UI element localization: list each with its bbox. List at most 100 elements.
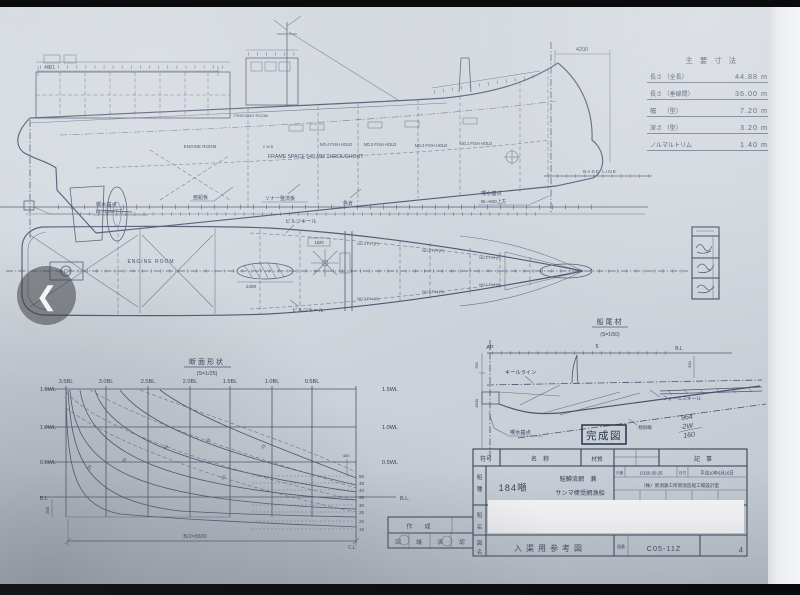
tb-type-label: 船 (477, 473, 483, 481)
viewer-bottom-bar (0, 584, 800, 595)
tb-dwg-label: 名 (477, 548, 483, 556)
hold-leader-label: 魚倉 (343, 200, 353, 207)
tb-page-note: 4 (738, 545, 744, 555)
frame-num: 50 (359, 474, 365, 479)
wl-left: 1.5WL (40, 387, 56, 393)
tb-h-material: 材質 (591, 455, 603, 463)
frame-num: 45 (359, 481, 365, 486)
frame-num: 30 (359, 503, 365, 508)
draft-bow-label: 喫水基点 (481, 189, 502, 197)
stern-draft-label: 喫水基点 (510, 428, 531, 436)
tb-type-line1: 鮭鱒流網 兼 (559, 475, 596, 483)
tb-dwg-no: C05-11Z (647, 544, 681, 553)
body-plan: 断面形状 (S=1/25) 3.5BL (40, 357, 411, 551)
bl-label: 0.5BL (305, 379, 320, 385)
tb-h-sign: 符号 (480, 455, 492, 463)
hold2-label: NO.2 FISH HOLD (415, 143, 448, 148)
tb-date-label: 日付 (679, 470, 687, 475)
stern-bl: B.L (675, 346, 683, 352)
tb-dwg-no-label: 図番 (617, 543, 625, 549)
previous-image-button[interactable]: ❮ (17, 266, 76, 325)
viewer-top-bar (0, 0, 800, 7)
profile-view: 4601 (0, 15, 652, 243)
stern-dim-300: 300 (687, 361, 692, 368)
tb-company: （株）新潟鉄工所新潟造船工場設計室 (641, 482, 720, 489)
approval-stamp-box (691, 226, 720, 300)
dims-row-value: 44.88 m (735, 72, 768, 81)
stern-ap: AP (486, 345, 494, 351)
plan-comp: NO.1 F/H (S) (479, 283, 501, 287)
stern-dim-1600: 1600 (474, 398, 479, 408)
wl-right: 0.5WL (382, 460, 398, 466)
dim-200: 200 (45, 506, 50, 514)
tb-type-line2: サンマ棒受網漁船 (555, 489, 605, 497)
dims-row-label: 幅 （型） (650, 107, 682, 115)
dims-row-label: ノルマルトリム (650, 142, 692, 149)
title-block: 符号 名 称 材質 記 事 船 種 184噸 鮭鱒流網 兼 サンマ棒受網漁船 尺… (472, 448, 748, 557)
body-plan-title: 断面形状 (189, 357, 225, 366)
dims-row-value: 7.20 m (740, 106, 768, 115)
frame-note: FRAME SPACE 540 MM THROUGHOUT (268, 154, 364, 160)
hold4-label: NO.4 FISH HOLD (320, 142, 353, 147)
ship-drawing: 4601 (0, 15, 770, 557)
dims-row-label: 長さ （垂線間） (650, 90, 694, 98)
tb-h-note: 記 事 (694, 455, 712, 463)
stern-title: 船尾材 (597, 317, 624, 326)
plan-comp: NO.3 F/H (S) (357, 297, 379, 301)
plan-comp: NO.2 F/H (S) (422, 290, 444, 294)
plan-view: 2400 1820 ENGINE ROOM ビルジキール (6, 217, 720, 317)
wl-left: B.L (40, 496, 48, 502)
plan-dim-2400: 2400 (246, 284, 257, 289)
approval-cell: 議 (416, 538, 422, 546)
bl-label: 3.5BL (59, 379, 74, 385)
dims-row-label: 長さ （全長） (650, 73, 688, 81)
plan-comp: NO.3 F/H (P) (357, 242, 379, 246)
plan-dim-1820: 1820 (314, 240, 324, 245)
curve-label: 20 (220, 474, 227, 481)
frame-num: 25 (359, 510, 365, 515)
svg-text:完成図: 完成図 (586, 429, 622, 442)
chevron-left-icon: ❮ (35, 280, 58, 311)
dims-row-value: 1.40 m (740, 140, 768, 149)
profile-dim-4601: 4601 (44, 65, 55, 71)
tb-h-name: 名 称 (531, 455, 549, 463)
draft-stern-label: 喫水基点 (96, 200, 117, 208)
dims-row-value: 36.00 m (735, 89, 768, 98)
bilge-keel-label-2: ビルジキール (292, 306, 323, 314)
approval-row1: 作 成 (406, 523, 433, 531)
curve-label: 40 (162, 443, 169, 450)
profile-dim-4200: 4200 (576, 47, 588, 53)
curve-label: 45 (204, 436, 211, 443)
tb-name-label: 船 (477, 511, 483, 519)
curve-label: 15 (260, 443, 267, 450)
approval-cell: 承 (437, 538, 443, 546)
main-dimensions-table: 主 要 寸 法 長さ （全長） 長さ （垂線間） 幅 （型） 深さ （型） ノル… (647, 56, 770, 151)
keel-line-label: キールライン (505, 369, 536, 376)
handwritten-note: 964 -2W 160 (678, 414, 703, 440)
svg-text:964: 964 (681, 414, 694, 422)
stern-scale: (S=1/50) (600, 332, 620, 338)
tb-dwg-name: 入渠用参考図 (514, 543, 586, 553)
plan-engine-room: ENGINE ROOM (127, 259, 174, 265)
draft-stern-value: BL~1650下方 (96, 208, 124, 215)
frame-num: 40 (359, 488, 365, 493)
dims-title: 主 要 寸 法 (685, 56, 738, 65)
stern-detail: 船尾材 (S=1/50) AP 5 B.L 700 1600 キールライン (474, 317, 767, 457)
redacted-ship-name (488, 500, 744, 533)
wl-left: 0.5WL (40, 460, 56, 466)
tb-scale-value: 1/150.50.25 (639, 471, 663, 476)
wl-left: 1.0WL (40, 425, 56, 431)
slope-label: 傾斜線 (638, 424, 652, 431)
body-plan-scale: (S=1/25) (197, 371, 218, 377)
tb-date-value: 平成10年6月16日 (700, 470, 733, 477)
blueprint-photo: 4601 (0, 7, 770, 584)
approval-cell: 回 (395, 539, 401, 546)
bl-label: 1.5BL (223, 379, 238, 385)
dims-row-label: 深さ （型） (650, 124, 682, 132)
bl-label: 2.5BL (141, 379, 156, 385)
sonar-label: ソナー整流板 (265, 195, 295, 202)
cl-label: C.L (348, 545, 356, 551)
tb-scale-label: 尺度 (616, 470, 624, 475)
engine-room-label: ENGINE ROOM (184, 144, 217, 149)
